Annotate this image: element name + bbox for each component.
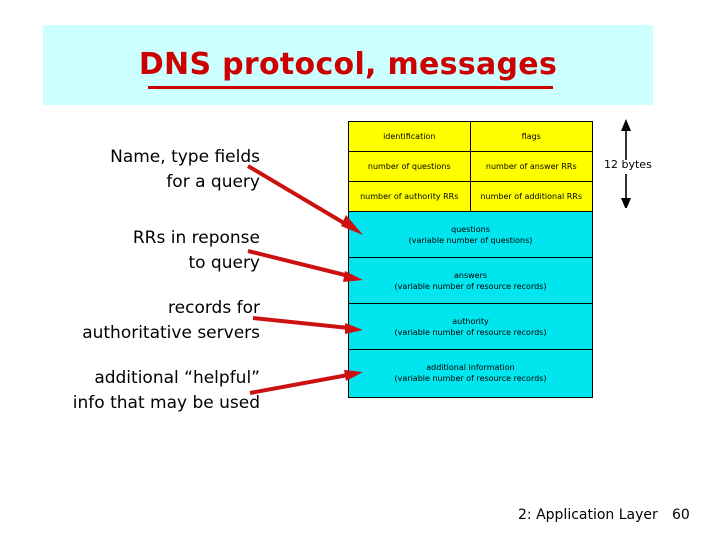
footer-page-number: 60 bbox=[672, 507, 690, 523]
dns-cell-identification: identification bbox=[349, 122, 471, 151]
dns-section-questions-subtitle: (variable number of questions) bbox=[408, 235, 533, 245]
dns-cell-number-of-questions: number of questions bbox=[349, 152, 471, 181]
annotation-authority-records: records for authoritative servers bbox=[82, 298, 260, 343]
title-underline bbox=[148, 86, 553, 89]
dns-section-additional-title: additional information bbox=[426, 362, 515, 372]
annotation-rrs-response: RRs in reponse to query bbox=[132, 228, 260, 273]
annotation-query-fields: Name, type fields for a query bbox=[110, 147, 260, 192]
footer-section-label: 2: Application Layer bbox=[518, 507, 658, 523]
dns-section-answers-subtitle: (variable number of resource records) bbox=[394, 281, 547, 291]
annotation-additional-info: additional “helpful” info that may be us… bbox=[72, 368, 260, 413]
dns-header-row-counts-authority: number of authority RRs number of additi… bbox=[349, 182, 592, 212]
size-annotation-label: 12 bytes bbox=[604, 158, 652, 171]
dns-section-additional: additional information (variable number … bbox=[349, 350, 592, 395]
page-title: DNS protocol, messages bbox=[138, 47, 558, 82]
dns-section-additional-subtitle: (variable number of resource records) bbox=[394, 373, 547, 383]
dns-section-answers-cell: answers (variable number of resource rec… bbox=[349, 258, 592, 303]
dns-section-authority: authority (variable number of resource r… bbox=[349, 304, 592, 350]
dns-section-questions-title: questions bbox=[451, 224, 490, 234]
size-annotation-arrows bbox=[621, 119, 631, 208]
dns-cell-number-of-authority-rrs: number of authority RRs bbox=[349, 182, 471, 211]
dns-section-answers: answers (variable number of resource rec… bbox=[349, 258, 592, 304]
dns-cell-flags: flags bbox=[470, 122, 592, 151]
title-banner: DNS protocol, messages bbox=[43, 25, 653, 105]
dns-header-row-identification: identification flags bbox=[349, 122, 592, 152]
dns-cell-number-of-additional-rrs: number of additional RRs bbox=[470, 182, 592, 211]
dns-section-authority-cell: authority (variable number of resource r… bbox=[349, 304, 592, 349]
dns-section-additional-cell: additional information (variable number … bbox=[349, 350, 592, 395]
dns-header-row-counts-questions: number of questions number of answer RRs bbox=[349, 152, 592, 182]
dns-section-answers-title: answers bbox=[453, 270, 488, 280]
dns-section-authority-subtitle: (variable number of resource records) bbox=[394, 327, 547, 337]
dns-cell-number-of-answer-rrs: number of answer RRs bbox=[470, 152, 592, 181]
dns-message-diagram: identification flags number of questions… bbox=[348, 121, 593, 398]
dns-section-questions-cell: questions (variable number of questions) bbox=[349, 212, 592, 257]
dns-section-authority-title: authority bbox=[452, 316, 489, 326]
dns-section-questions: questions (variable number of questions) bbox=[349, 212, 592, 258]
